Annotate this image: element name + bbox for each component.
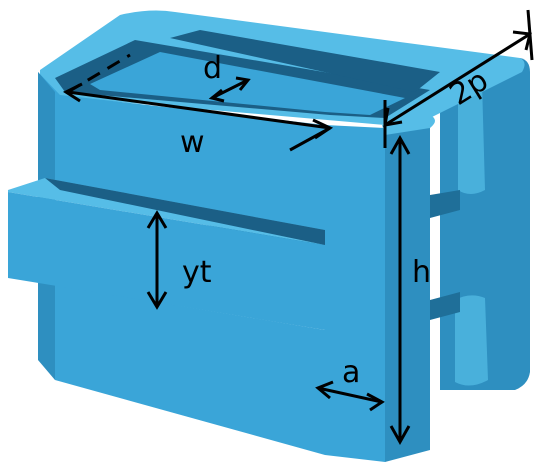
- lower-front-face: [55, 285, 325, 455]
- w-extension-line: [289, 126, 331, 152]
- w-dimension-line: [67, 90, 331, 130]
- side-notch: [430, 190, 460, 320]
- w-dashed-extension: [67, 53, 131, 94]
- crossbar-front: [8, 192, 325, 330]
- crossbar-dark-slot: [45, 178, 325, 245]
- d-arrow-left: [208, 88, 225, 103]
- dimension-yt: yt: [146, 210, 212, 310]
- 2p-extension-right: [526, 9, 534, 61]
- dimension-a: a: [315, 355, 385, 412]
- right-post-side: [385, 118, 430, 462]
- top-slot-channel: [170, 30, 440, 92]
- dimension-d: d: [203, 51, 251, 103]
- 2p-dimension-line: [384, 32, 531, 127]
- rear-column-lower-highlight: [455, 295, 488, 386]
- notch-upper: [430, 190, 460, 218]
- dimension-h: h: [389, 134, 431, 446]
- notch-lower: [430, 292, 460, 320]
- right-post-front: [325, 125, 385, 462]
- a-arrow-right: [366, 392, 385, 412]
- upper-front-face: [38, 72, 325, 240]
- h-label: h: [412, 255, 431, 290]
- d-label: d: [203, 51, 222, 86]
- right-post-top: [382, 115, 435, 135]
- dimension-w: w: [62, 53, 334, 160]
- crossbar: [8, 178, 325, 330]
- yt-arrow-bottom: [146, 291, 168, 310]
- a-dimension-line: [317, 386, 383, 404]
- top-slot-inner-ridge: [90, 52, 405, 115]
- yt-arrow-top: [146, 210, 168, 229]
- yt-label: yt: [182, 255, 212, 290]
- rear-right-column: [440, 58, 530, 390]
- h-arrow-top: [389, 134, 411, 155]
- a-arrow-left: [315, 380, 334, 400]
- a-label: a: [342, 355, 360, 390]
- w-label: w: [180, 125, 205, 160]
- d-arrow-right: [235, 76, 251, 91]
- rear-column-highlight: [458, 80, 485, 194]
- h-arrow-bottom: [389, 425, 411, 446]
